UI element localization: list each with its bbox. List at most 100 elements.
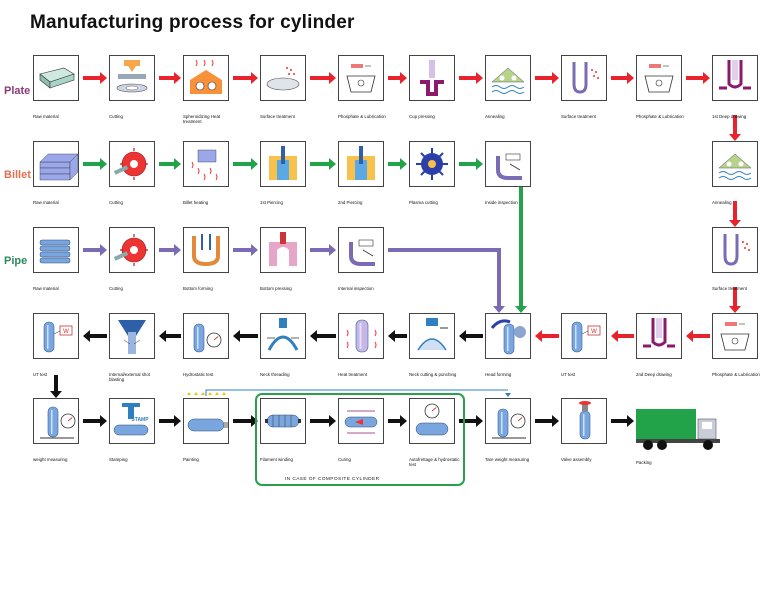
step-billet-4-label: 1st Piercing bbox=[260, 200, 283, 205]
step-billet-6 bbox=[409, 141, 455, 187]
step-pipe-3-label: Bottom forming bbox=[183, 286, 213, 291]
valve-icon bbox=[579, 401, 591, 440]
step-row5-5 bbox=[338, 398, 384, 444]
step-plate-6 bbox=[409, 55, 455, 101]
phosphate-tank-icon bbox=[720, 322, 750, 351]
step-plate-8-label: Surface treatment bbox=[561, 114, 596, 119]
ut-test-icon: W bbox=[43, 321, 73, 353]
svg-text:W: W bbox=[63, 329, 69, 335]
step-pipe-1 bbox=[33, 227, 79, 273]
step-plate-1-label: Raw material bbox=[33, 114, 59, 119]
step-billet-5 bbox=[338, 141, 384, 187]
svg-text:W: W bbox=[591, 329, 597, 335]
step-row5-1-label: weight measuring bbox=[33, 457, 68, 462]
step-pipe-5 bbox=[338, 227, 384, 273]
step-row5-4 bbox=[260, 398, 306, 444]
step-row5-3-label: Painting bbox=[183, 457, 199, 462]
step-row4-3 bbox=[183, 313, 229, 359]
u-tube-icon bbox=[572, 62, 599, 94]
step-pipe-3 bbox=[183, 227, 229, 273]
step-row5-3 bbox=[183, 398, 229, 444]
step-plate-4 bbox=[260, 55, 306, 101]
step-pipe-4-label: Bottom pressing bbox=[260, 286, 292, 291]
saw-blade-icon bbox=[113, 148, 148, 180]
step-row5-7 bbox=[485, 398, 531, 444]
step-row5-9-label: Packing bbox=[636, 460, 652, 465]
step-row5-8 bbox=[561, 398, 607, 444]
curing-icon bbox=[344, 410, 378, 434]
scale-icon bbox=[40, 406, 76, 439]
step-row4-4-label: Neck threading bbox=[260, 372, 290, 377]
deep-draw-icon bbox=[643, 318, 675, 348]
step-row4-1-label: UT test bbox=[33, 372, 48, 377]
step-row4-9-label: 2nd Deep drawing bbox=[636, 372, 672, 377]
step-billet-2 bbox=[109, 141, 155, 187]
neck-thread-icon bbox=[267, 318, 299, 351]
step-pipe-1-label: Raw material bbox=[33, 286, 59, 291]
composite-cylinder-frame bbox=[255, 393, 465, 486]
bottom-press-icon bbox=[269, 232, 297, 266]
step-billet-4 bbox=[260, 141, 306, 187]
ut-test-icon: W bbox=[571, 321, 601, 353]
step-row5-6 bbox=[409, 398, 455, 444]
step-plate-3 bbox=[183, 55, 229, 101]
step-plate-2 bbox=[109, 55, 155, 101]
step-row4-9 bbox=[636, 313, 682, 359]
paint-icon bbox=[187, 418, 228, 432]
step-row4-4 bbox=[260, 313, 306, 359]
pipe-bundle-icon bbox=[39, 239, 71, 264]
step-billet-1-label: Raw material bbox=[33, 200, 59, 205]
step-plate-9 bbox=[636, 55, 682, 101]
disk-icon bbox=[266, 67, 300, 91]
step-row5-4-label: Filament winding bbox=[260, 457, 293, 462]
step-plate-5 bbox=[338, 55, 384, 101]
tare-scale-icon bbox=[492, 408, 526, 439]
step-billet-3-label: Billet heating bbox=[183, 200, 209, 205]
step-plate-4-label: Surface treatment bbox=[260, 114, 295, 119]
plasma-cutter-icon bbox=[416, 148, 448, 180]
step-row4-7 bbox=[485, 313, 531, 359]
filament-icon bbox=[265, 414, 301, 428]
step-row4-8-label: UT test bbox=[561, 372, 576, 377]
inspection-probe-icon bbox=[496, 153, 522, 180]
step-plate-2-label: Cutting bbox=[109, 114, 123, 119]
step-row4-6-label: Neck cutting & punching bbox=[409, 372, 457, 377]
step-pipe-2-label: Cutting bbox=[109, 286, 123, 291]
step-plate-9-label: Phosphate & Lubrication bbox=[636, 114, 684, 119]
step-billet-2-label: Cutting bbox=[109, 200, 123, 205]
step-row4-1: W bbox=[33, 313, 79, 359]
step-billet-3 bbox=[183, 141, 229, 187]
step-plate-5-label: Phosphate & Lubrication bbox=[338, 114, 386, 119]
piercing-icon bbox=[347, 146, 375, 180]
step-pipe-surface-label: Surface treatment bbox=[712, 286, 747, 291]
step-row5-8-label: Valve assembly bbox=[561, 457, 592, 462]
step-pipe-2 bbox=[109, 227, 155, 273]
step-pipe-5-label: Internal inspection bbox=[338, 286, 374, 291]
step-plate-1 bbox=[33, 55, 79, 101]
deep-draw-icon bbox=[719, 60, 751, 90]
step-plate-7-label: Annealing bbox=[485, 114, 505, 119]
neck-cut-icon bbox=[417, 318, 448, 351]
bottom-forming-icon bbox=[192, 234, 220, 267]
step-row5-1 bbox=[33, 398, 79, 444]
step-plate-6-label: Cup pressing bbox=[409, 114, 435, 119]
row-label-pipe: Pipe bbox=[4, 255, 28, 267]
step-row5-2-label: Stamping bbox=[109, 457, 128, 462]
step-pipe-surface bbox=[712, 227, 758, 273]
step-billet-7 bbox=[485, 141, 531, 187]
step-row5-7-label: Tare weight measuring bbox=[485, 457, 530, 462]
step-row4-6 bbox=[409, 313, 455, 359]
truck-icon bbox=[636, 405, 724, 453]
cup-press-icon bbox=[420, 60, 444, 96]
step-row4-10-label: Phosphate & Lubrication bbox=[712, 372, 760, 377]
step-billet-1 bbox=[33, 141, 79, 187]
stamp-icon: STAMP bbox=[113, 403, 149, 436]
step-billet-annealing-label: Annealing bbox=[712, 200, 732, 205]
step-row4-3-label: Hydrostatic test bbox=[183, 372, 214, 377]
slab-icon bbox=[39, 67, 75, 89]
billet-heat-icon bbox=[191, 149, 218, 181]
step-billet-annealing bbox=[712, 141, 758, 187]
billet-stack-icon bbox=[39, 153, 78, 181]
step-billet-5-label: 2nd Piercing bbox=[338, 200, 363, 205]
